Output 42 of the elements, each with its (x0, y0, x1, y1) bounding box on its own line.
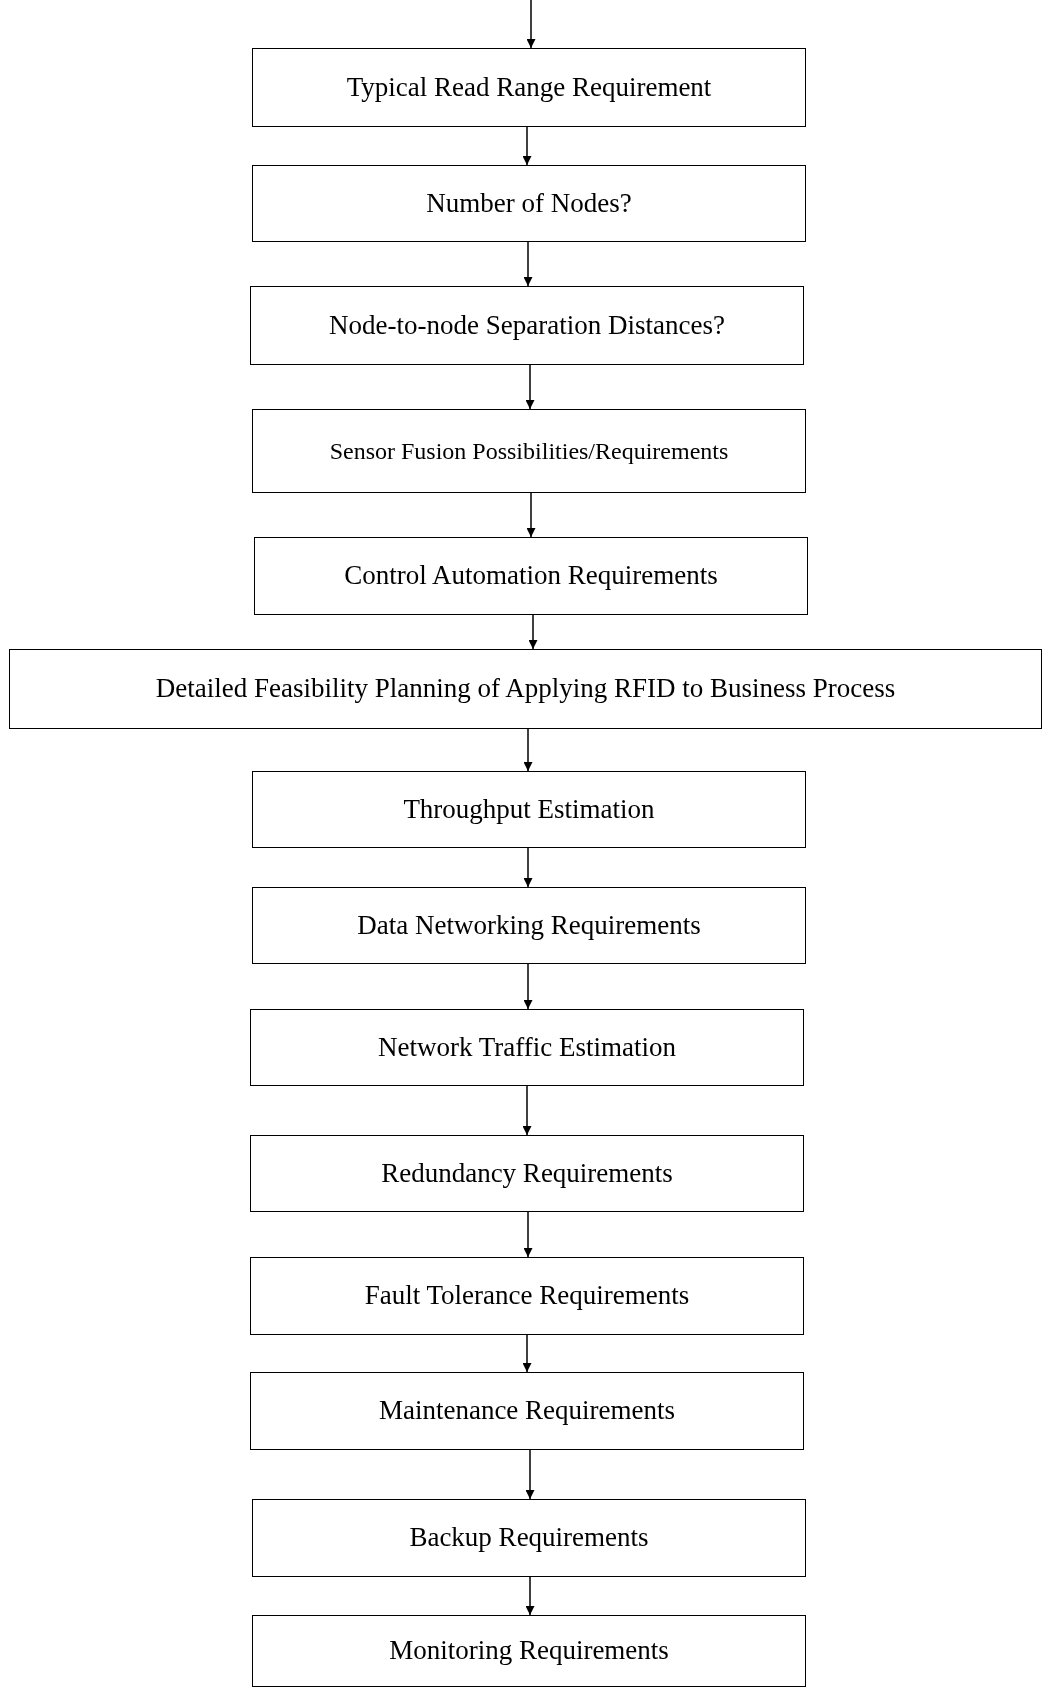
process-box (250, 1372, 804, 1450)
step-label: Detailed Feasibility Planning of Applying RFID to Business Process (155, 672, 896, 706)
step-label: Typical Read Range Requirement (346, 70, 712, 104)
arrow (523, 241, 533, 287)
process-box (250, 286, 804, 365)
step-label: Control Automation Requirements (344, 559, 718, 593)
arrow (523, 963, 533, 1010)
arrow (526, 0, 536, 49)
process-box (252, 1499, 806, 1577)
arrow (523, 847, 533, 888)
process-box (252, 48, 806, 127)
arrow (522, 126, 532, 166)
step-label: Data Networking Requirements (357, 908, 701, 942)
arrow (528, 614, 538, 650)
process-box (252, 409, 806, 493)
step-label: Monitoring Requirements (389, 1634, 669, 1668)
step-label: Sensor Fusion Possibilities/Requirements (329, 437, 729, 466)
process-box (252, 165, 806, 242)
step-label: Node-to-node Separation Distances? (329, 308, 725, 342)
arrow (525, 1576, 535, 1616)
process-box (254, 537, 808, 615)
arrow (522, 1334, 532, 1373)
step-label: Network Traffic Estimation (378, 1030, 676, 1064)
step-label: Maintenance Requirements (378, 1394, 676, 1428)
process-box (252, 1615, 806, 1687)
step-label: Number of Nodes? (426, 186, 632, 220)
arrow (526, 492, 536, 538)
step-label: Backup Requirements (409, 1521, 649, 1555)
process-box (250, 1135, 804, 1212)
process-box (252, 771, 806, 848)
process-box (250, 1257, 804, 1335)
arrow (525, 1449, 535, 1500)
step-label: Fault Tolerance Requirements (364, 1279, 690, 1313)
arrow (523, 1211, 533, 1258)
step-label: Throughput Estimation (403, 792, 655, 826)
process-box (252, 887, 806, 964)
process-box (250, 1009, 804, 1086)
arrow (523, 728, 533, 772)
arrow (522, 1085, 532, 1136)
step-label: Redundancy Requirements (381, 1156, 673, 1190)
arrow (525, 364, 535, 410)
process-box (9, 649, 1042, 729)
